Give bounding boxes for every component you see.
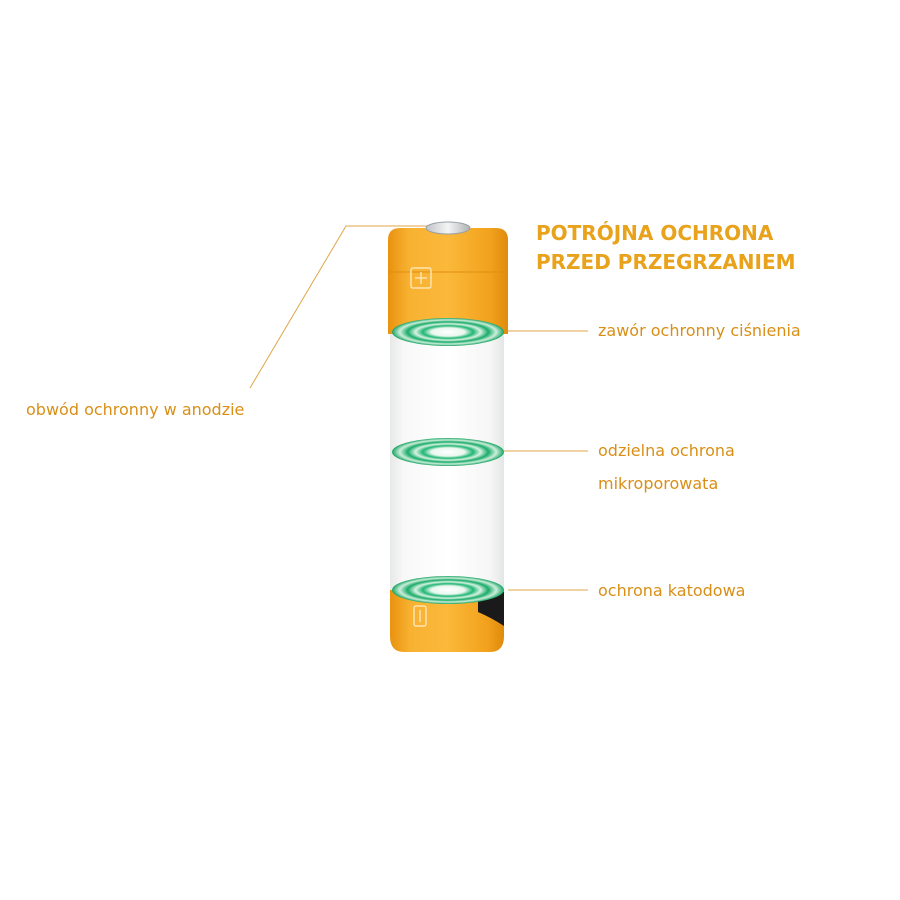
callout-separator-line-1: odzielna ochrona xyxy=(598,441,735,460)
leader-line-anode xyxy=(249,225,430,389)
heading-line-2: PRZED PRZEGRZANIEM xyxy=(536,250,796,274)
plus-icon xyxy=(410,267,432,289)
callout-separator-line-2: mikroporowata xyxy=(598,474,719,493)
callout-anode: obwód ochronny w anodzie xyxy=(26,400,245,419)
minus-icon xyxy=(413,605,427,627)
battery xyxy=(388,221,508,652)
heading-line-1: POTRÓJNA OCHRONA xyxy=(536,221,774,245)
protection-ring-top xyxy=(392,318,504,346)
protection-ring-middle xyxy=(392,438,504,466)
leader-lines xyxy=(249,225,588,591)
callout-pressure-valve: zawór ochronny ciśnienia xyxy=(598,321,801,340)
protection-ring-bottom xyxy=(392,576,504,604)
battery-top-cap xyxy=(388,228,508,334)
positive-terminal xyxy=(425,221,471,235)
callout-cathode: ochrona katodowa xyxy=(598,581,746,600)
